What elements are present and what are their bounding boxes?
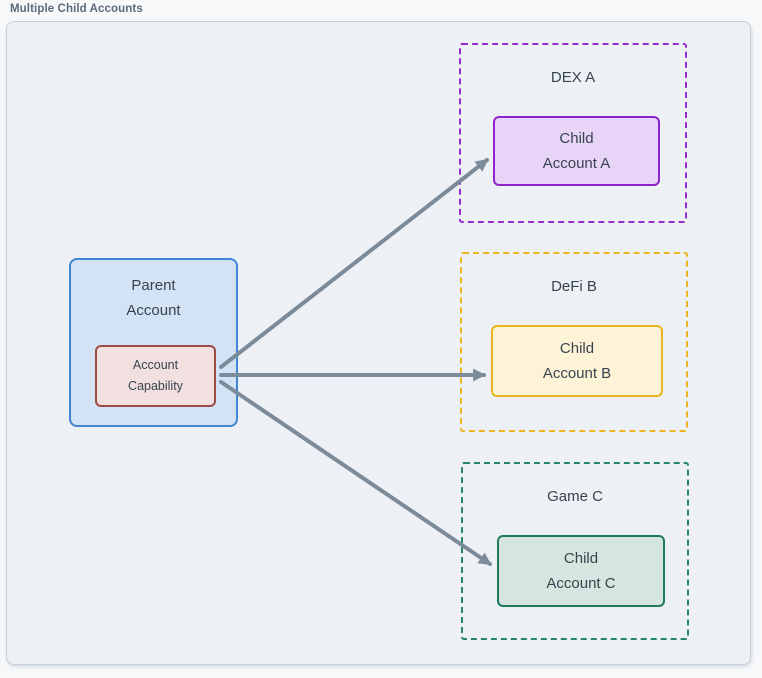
account-capability-box: Account Capability [95, 345, 216, 407]
group-game-c: Game C Child Account C [461, 462, 689, 640]
child-account-c-label: Child Account C [546, 550, 616, 592]
account-capability-label: Account Capability [128, 358, 183, 393]
child-account-b-box: Child Account B [491, 325, 663, 397]
parent-account-box: Parent Account Account Capability [69, 258, 238, 427]
group-dex-a: DEX A Child Account A [459, 43, 687, 223]
child-account-b-label: Child Account B [542, 340, 612, 382]
child-account-a-label: Child Account A [542, 130, 611, 172]
child-account-c-box: Child Account C [497, 535, 665, 607]
group-dex-a-label: DEX A [550, 69, 596, 86]
group-defi-b-label: DeFi B [551, 278, 597, 295]
group-defi-b: DeFi B Child Account B [460, 252, 688, 432]
group-game-c-label: Game C [547, 488, 603, 505]
parent-account-label: Parent Account [126, 277, 181, 319]
diagram-title: Multiple Child Accounts [10, 3, 143, 15]
child-account-a-box: Child Account A [493, 116, 660, 186]
